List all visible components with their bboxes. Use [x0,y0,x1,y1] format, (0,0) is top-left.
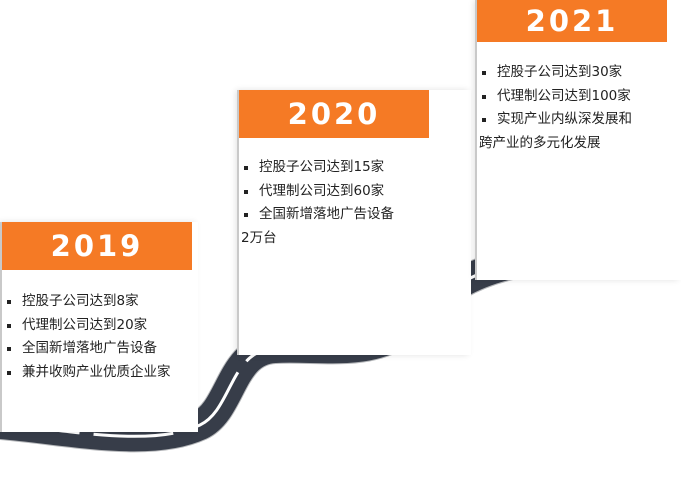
milestone-item: 全国新增落地广告设备 2万台 [241,203,394,250]
milestone-item: 实现产业内纵深发展和 跨产业的多元化发展 [479,108,632,155]
milestone-item: 兼并收购产业优质企业家 [4,361,171,385]
milestone-item: 控股子公司达到30家 [479,61,632,85]
year-label: 2021 [525,4,619,38]
timeline-column-2019: 2019 控股子公司达到8家 代理制公司达到20家 全国新增落地广告设备 兼并收… [0,222,198,432]
milestone-item: 代理制公司达到100家 [479,85,632,109]
milestone-list-2019: 控股子公司达到8家 代理制公司达到20家 全国新增落地广告设备 兼并收购产业优质… [4,290,171,384]
milestone-item: 全国新增落地广告设备 [4,337,171,361]
milestone-list-2020: 控股子公司达到15家 代理制公司达到60家 全国新增落地广告设备 2万台 [241,156,394,250]
year-banner-2021: 2021 [477,0,667,42]
milestone-list-2021: 控股子公司达到30家 代理制公司达到100家 实现产业内纵深发展和 跨产业的多元… [479,61,632,155]
timeline-column-2021: 2021 控股子公司达到30家 代理制公司达到100家 实现产业内纵深发展和 跨… [475,0,681,280]
year-label: 2020 [287,97,381,131]
milestone-item: 代理制公司达到20家 [4,314,171,338]
timeline-column-2020: 2020 控股子公司达到15家 代理制公司达到60家 全国新增落地广告设备 2万… [237,90,471,355]
year-banner-2020: 2020 [239,90,429,138]
milestone-item: 控股子公司达到15家 [241,156,394,180]
year-banner-2019: 2019 [2,222,192,270]
year-label: 2019 [50,229,144,263]
milestone-item: 控股子公司达到8家 [4,290,171,314]
milestone-item: 代理制公司达到60家 [241,180,394,204]
